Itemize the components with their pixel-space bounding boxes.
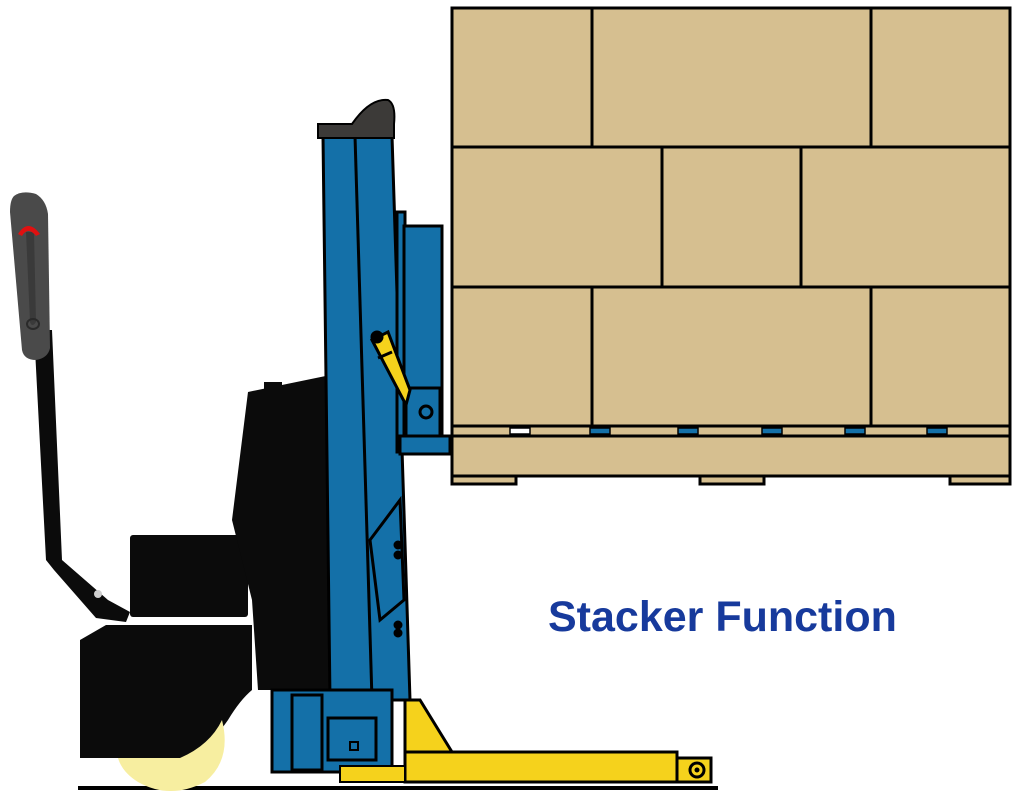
caption-title: Stacker Function bbox=[548, 593, 897, 641]
mast-cap bbox=[317, 98, 396, 139]
handle-red-button-icon bbox=[18, 226, 40, 236]
drive-housing bbox=[80, 625, 252, 759]
chassis bbox=[270, 688, 394, 774]
forks bbox=[339, 698, 713, 784]
tiller-handle bbox=[10, 192, 130, 622]
box-stack bbox=[450, 6, 1012, 428]
drive-wheel bbox=[118, 720, 225, 791]
pallet bbox=[450, 424, 1012, 486]
ground-line bbox=[78, 786, 718, 790]
carriage bbox=[395, 210, 452, 456]
drive-unit-top bbox=[130, 535, 248, 617]
lift-cylinder bbox=[369, 329, 412, 410]
